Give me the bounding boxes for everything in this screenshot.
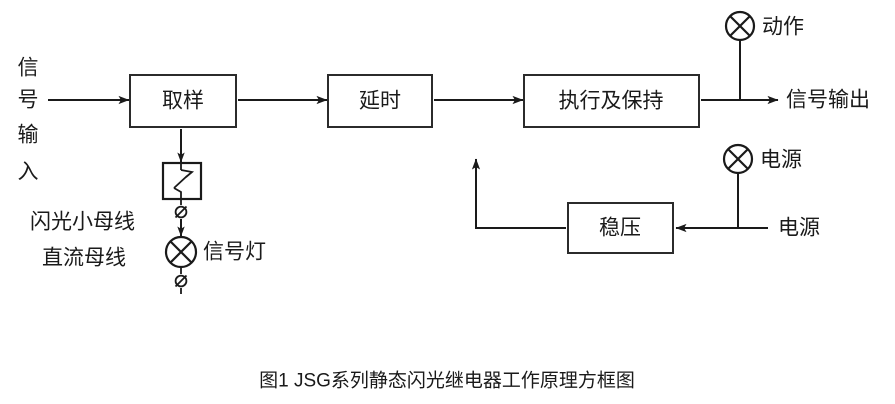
label-dc-bus: 直流母线 [42,247,126,270]
relay-contact-icon [161,161,203,201]
signal-input-char-1: 信 [18,57,39,80]
block-delay[interactable] [327,74,433,128]
terminal-dc-bus-icon [174,274,188,288]
label-flash-bus: 闪光小母线 [30,211,135,234]
label-signal-output: 信号输出 [786,89,870,112]
block-execute-hold[interactable] [523,74,700,128]
terminal-flash-bus-icon [174,205,188,219]
label-signal-lamp: 信号灯 [203,241,266,264]
block-label-execute-hold: 执行及保持 [559,90,664,113]
label-power-source: 电源 [778,217,820,240]
label-action-lamp: 动作 [762,16,804,39]
block-label-delay: 延时 [359,90,401,113]
signal-input-char-4: 入 [18,161,39,184]
action-lamp-icon [724,10,756,42]
figure-caption: 图1 JSG系列静态闪光继电器工作原理方框图 [259,370,635,392]
signal-input-char-2: 号 [18,89,39,112]
power-lamp-icon [722,143,754,175]
block-label-sampling: 取样 [162,90,204,113]
signal-input-char-3: 输 [18,124,39,147]
block-sampling[interactable] [129,74,237,128]
block-label-regulator: 稳压 [599,217,641,240]
signal-lamp-icon [164,235,198,269]
arrow-regulator-to-execute [471,158,566,229]
label-power-lamp: 电源 [760,149,802,172]
block-regulator[interactable] [567,202,674,254]
